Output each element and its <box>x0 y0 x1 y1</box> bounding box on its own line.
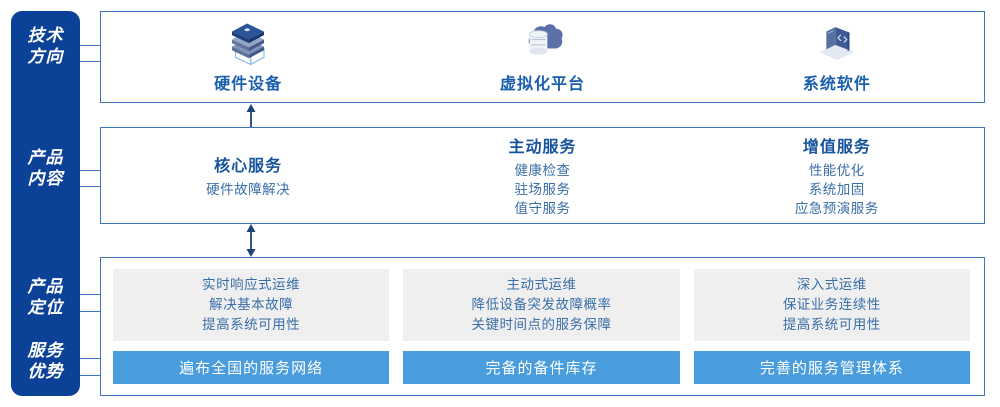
connector-stub <box>80 294 101 295</box>
positioning-advantage-panel: 实时响应式运维 解决基本故障 提高系统可用性 遍布全国的服务网络 主动式运维 降… <box>100 257 985 396</box>
server-stack-icon <box>232 23 266 66</box>
content-column-core-service[interactable]: 核心服务 硬件故障解决 <box>101 128 395 223</box>
content-title-value-added-service: 增值服务 <box>802 139 871 156</box>
technology-direction-panel: 硬件设备 虚拟化平台 <box>100 11 985 103</box>
rail-label-line: 定位 <box>27 298 64 317</box>
positioning-line: 保证业务连续性 <box>782 297 881 312</box>
advantage-label: 遍布全国的服务网络 <box>179 360 324 377</box>
content-column-value-added-service[interactable]: 增值服务 性能优化 系统加固 应急预演服务 <box>690 128 984 223</box>
product-content-panel: 核心服务 硬件故障解决 主动服务 健康检查 驻场服务 值守服务 增值服务 性能优… <box>100 127 985 224</box>
rail-label-line: 技术 <box>27 26 64 45</box>
advantage-label: 完备的备件库存 <box>485 360 598 377</box>
bottom-columns: 实时响应式运维 解决基本故障 提高系统可用性 遍布全国的服务网络 主动式运维 降… <box>113 269 970 384</box>
tech-label-virtualization: 虚拟化平台 <box>499 76 585 93</box>
rail-label-product-positioning: 产品 定位 <box>11 276 80 318</box>
positioning-line: 主动式运维 <box>506 277 577 292</box>
positioning-box-1[interactable]: 实时响应式运维 解决基本故障 提高系统可用性 <box>113 269 390 341</box>
connector-stub <box>80 358 101 359</box>
bottom-column-2: 主动式运维 降低设备突发故障概率 关键时间点的服务保障 完备的备件库存 <box>403 269 680 384</box>
tech-column-hardware[interactable]: 硬件设备 <box>101 12 395 102</box>
technology-columns: 硬件设备 虚拟化平台 <box>101 12 984 102</box>
category-rail <box>11 11 80 396</box>
content-item: 系统加固 <box>808 182 865 197</box>
connector-stub <box>80 375 101 376</box>
arrow-content-to-bottom <box>246 224 256 257</box>
positioning-box-3[interactable]: 深入式运维 保证业务连续性 提高系统可用性 <box>693 269 970 341</box>
content-item: 健康检查 <box>514 163 571 178</box>
advantage-bar-1[interactable]: 遍布全国的服务网络 <box>113 351 390 384</box>
rail-label-product-content: 产品 内容 <box>11 147 80 189</box>
rail-label-line: 优势 <box>27 362 64 381</box>
bottom-column-3: 深入式运维 保证业务连续性 提高系统可用性 完善的服务管理体系 <box>693 269 970 384</box>
tech-label-hardware: 硬件设备 <box>214 76 283 93</box>
laptop-code-icon <box>819 27 855 60</box>
connector-stub <box>80 61 101 62</box>
rail-label-service-advantage: 服务 优势 <box>11 340 80 382</box>
tech-column-virtualization[interactable]: 虚拟化平台 <box>395 12 689 102</box>
rail-label-line: 产品 <box>27 148 64 167</box>
connector-stub <box>80 170 101 171</box>
positioning-line: 降低设备突发故障概率 <box>471 297 612 312</box>
connector-stub <box>80 311 101 312</box>
positioning-line: 提高系统可用性 <box>202 317 301 332</box>
content-column-proactive-service[interactable]: 主动服务 健康检查 驻场服务 值守服务 <box>395 128 689 223</box>
content-title-core-service: 核心服务 <box>214 158 283 175</box>
positioning-line: 实时响应式运维 <box>202 277 301 292</box>
content-columns: 核心服务 硬件故障解决 主动服务 健康检查 驻场服务 值守服务 增值服务 性能优… <box>101 128 984 223</box>
bottom-column-1: 实时响应式运维 解决基本故障 提高系统可用性 遍布全国的服务网络 <box>113 269 390 384</box>
connector-stub <box>80 45 101 46</box>
positioning-line: 解决基本故障 <box>209 297 294 312</box>
advantage-label: 完善的服务管理体系 <box>759 360 904 377</box>
positioning-line: 关键时间点的服务保障 <box>471 317 612 332</box>
rail-label-line: 产品 <box>27 277 64 296</box>
content-item: 性能优化 <box>808 163 865 178</box>
tech-label-system-software: 系统软件 <box>802 76 871 93</box>
positioning-box-2[interactable]: 主动式运维 降低设备突发故障概率 关键时间点的服务保障 <box>403 269 680 341</box>
advantage-bar-3[interactable]: 完善的服务管理体系 <box>693 351 970 384</box>
content-item: 驻场服务 <box>514 182 571 197</box>
content-item: 应急预演服务 <box>794 201 879 216</box>
rail-label-technology-direction: 技术 方向 <box>11 25 80 67</box>
tech-column-system-software[interactable]: 系统软件 <box>690 12 984 102</box>
content-item: 值守服务 <box>514 201 571 216</box>
advantage-bar-2[interactable]: 完备的备件库存 <box>403 351 680 384</box>
positioning-line: 提高系统可用性 <box>782 317 881 332</box>
connector-stub <box>80 186 101 187</box>
content-item: 硬件故障解决 <box>206 182 291 197</box>
cloud-database-icon <box>529 24 564 55</box>
rail-label-line: 内容 <box>27 169 64 188</box>
arrow-tech-to-content <box>246 104 256 127</box>
positioning-line: 深入式运维 <box>796 277 867 292</box>
rail-label-line: 服务 <box>27 341 64 360</box>
content-title-proactive-service: 主动服务 <box>508 139 577 156</box>
rail-label-line: 方向 <box>27 47 64 66</box>
